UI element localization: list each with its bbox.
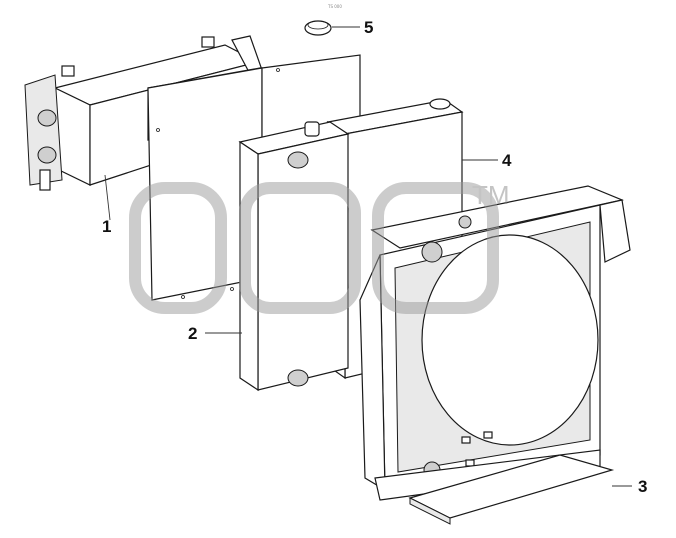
callout-1: 1 (102, 217, 111, 236)
intercooler-plate (147, 54, 361, 301)
watermark-logo: TM (129, 180, 510, 314)
callout-3: 3 (638, 477, 647, 496)
part-2-radiator-tank (238, 121, 350, 392)
fan-shroud-frame (359, 185, 631, 501)
leader-1 (104, 174, 111, 221)
header-mark: TS 000 (327, 4, 342, 9)
trademark-mark: TM (472, 180, 510, 210)
callout-4: 4 (502, 151, 512, 170)
part-3-bottom-seal (408, 454, 615, 525)
callout-5: 5 (364, 18, 373, 37)
callout-2: 2 (188, 324, 197, 343)
part-5-cap (304, 20, 332, 36)
